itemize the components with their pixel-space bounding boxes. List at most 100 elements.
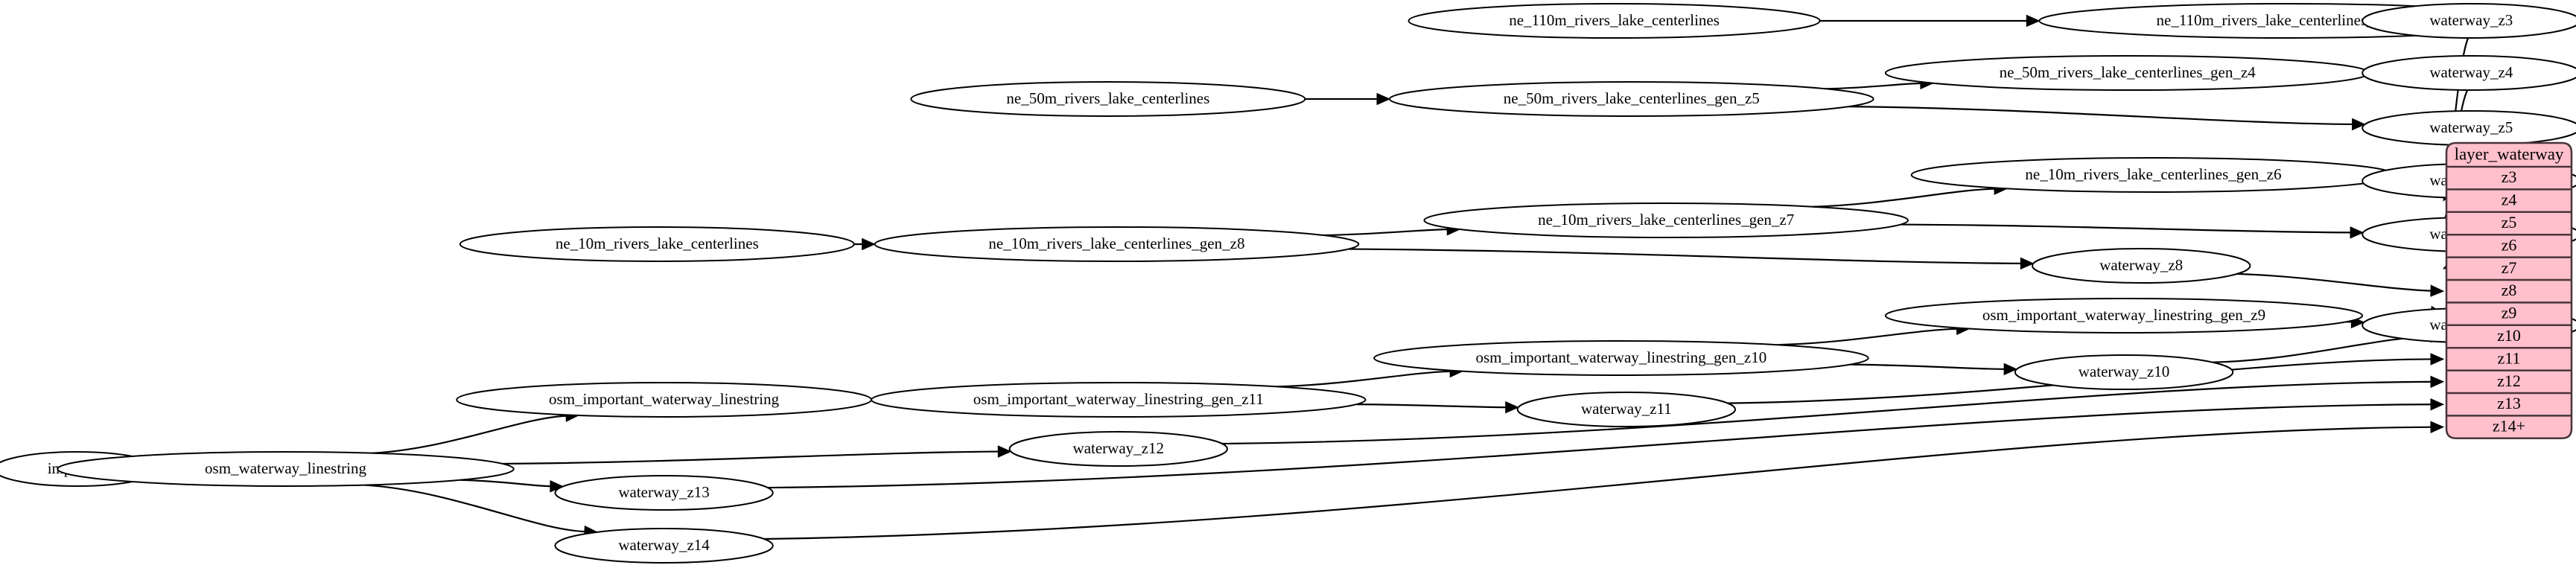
node-ellipse-ne50_src[interactable]	[910, 81, 1306, 117]
node-ne10_gen_z7[interactable]: ne_10m_rivers_lake_centerlines_gen_z7	[1423, 202, 1909, 238]
node-osm_imp_gen_z9[interactable]: osm_important_waterway_linestring_gen_z9	[1884, 298, 2364, 334]
node-ww_z4[interactable]: waterway_z4	[2362, 55, 2576, 91]
node-osm_imp_ww[interactable]: osm_important_waterway_linestring	[456, 382, 872, 418]
node-ne50_src[interactable]: ne_50m_rivers_lake_centerlines	[910, 81, 1306, 117]
node-label-osm_imp_gen_z11: osm_important_waterway_linestring_gen_z1…	[973, 390, 1264, 408]
node-ellipse-ww_z14[interactable]	[554, 528, 774, 564]
edge-osm_ww-to-ww_z13	[460, 479, 551, 488]
node-ellipse-ne50_gen_z5[interactable]	[1389, 81, 1874, 117]
edge-ne10_gen_z7-to-ne10_gen_z6	[1812, 188, 1996, 208]
node-label-osm_imp_ww: osm_important_waterway_linestring	[549, 390, 780, 408]
node-label-ww_z10: waterway_z10	[2079, 363, 2169, 380]
node-label-osm_imp_gen_z10: osm_important_waterway_linestring_gen_z1…	[1476, 348, 1767, 366]
node-ne10_gen_z8[interactable]: ne_10m_rivers_lake_centerlines_gen_z8	[874, 226, 1360, 262]
node-ellipse-ne10_src[interactable]	[459, 226, 855, 262]
edge-arrowhead	[2020, 257, 2035, 270]
edge-arrowhead	[862, 237, 876, 251]
edge-arrowhead	[2003, 363, 2018, 376]
table-row-z12[interactable]: z12	[2497, 371, 2521, 390]
node-osm_imp_gen_z11[interactable]: osm_important_waterway_linestring_gen_z1…	[871, 382, 1367, 418]
edge-arrowhead	[1505, 401, 1519, 414]
table-row-z7[interactable]: z7	[2502, 258, 2517, 277]
node-ellipse-ne10_gen_z7[interactable]	[1423, 202, 1909, 238]
node-ww_z10[interactable]: waterway_z10	[2014, 354, 2234, 390]
table-row-z14plus[interactable]: z14+	[2493, 417, 2525, 435]
node-label-ww_z14: waterway_z14	[618, 536, 710, 554]
node-osm_imp_gen_z10[interactable]: osm_important_waterway_linestring_gen_z1…	[1373, 340, 1869, 376]
node-ellipse-ww_z13[interactable]	[554, 475, 774, 511]
node-ne50_gen_z5[interactable]: ne_50m_rivers_lake_centerlines_gen_z5	[1389, 81, 1874, 117]
edge-ne10_gen_z7-to-ww_z7	[1901, 223, 2352, 234]
node-label-ww_z4: waterway_z4	[2429, 63, 2513, 81]
edge-osm_imp_gen_z10-to-ww_z10	[1850, 363, 2006, 370]
table-row-z5[interactable]: z5	[2502, 213, 2517, 232]
node-ellipse-ne10_gen_z8[interactable]	[874, 226, 1360, 262]
edge-ww_z13-to-table-z13	[767, 403, 2432, 489]
node-ww_z14[interactable]: waterway_z14	[554, 528, 774, 564]
table-row-z13[interactable]: z13	[2497, 394, 2521, 412]
edge-osm_ww-to-ww_z14	[364, 484, 586, 533]
nodes-layer: imposm3osm_waterway_linestringosm_import…	[0, 3, 2576, 564]
edge-osm_ww-to-ww_z12	[503, 450, 999, 465]
node-ne110_src[interactable]: ne_110m_rivers_lake_centerlines	[1408, 3, 1821, 39]
edge-ww_z14-to-table-z14+	[764, 426, 2432, 540]
node-ww_z3[interactable]: waterway_z3	[2362, 3, 2576, 39]
node-ellipse-osm_ww[interactable]	[57, 451, 515, 487]
table-row-z4[interactable]: z4	[2502, 191, 2517, 209]
node-ellipse-osm_imp_gen_z9[interactable]	[1884, 298, 2364, 334]
node-label-ne10_gen_z7: ne_10m_rivers_lake_centerlines_gen_z7	[1538, 211, 1794, 229]
node-ellipse-ww_z12[interactable]	[1008, 431, 1228, 467]
node-ellipse-ww_z4[interactable]	[2362, 55, 2576, 91]
node-ellipse-ww_z8[interactable]	[2032, 248, 2251, 284]
table-row-z11[interactable]: z11	[2498, 348, 2521, 367]
edge-osm_imp_gen_z10-to-osm_imp_gen_z9	[1778, 328, 1958, 346]
node-ellipse-osm_imp_gen_z11[interactable]	[871, 382, 1367, 418]
table-header-layer-waterway[interactable]: layer_waterway	[2455, 144, 2564, 163]
node-label-osm_imp_gen_z9: osm_important_waterway_linestring_gen_z9	[1982, 306, 2265, 324]
edge-osm_ww-to-osm_imp_ww	[372, 415, 567, 454]
table-row-z6[interactable]: z6	[2502, 235, 2517, 254]
edge-osm_imp_gen_z11-to-osm_imp_gen_z10	[1276, 370, 1451, 388]
edge-arrowhead	[997, 445, 1012, 458]
edge-ww_z8-to-table-z8	[2236, 272, 2432, 292]
node-ellipse-ww_z3[interactable]	[2362, 3, 2576, 39]
node-label-ne10_src: ne_10m_rivers_lake_centerlines	[556, 234, 759, 252]
node-ww_z11[interactable]: waterway_z11	[1516, 392, 1737, 427]
node-label-ww_z12: waterway_z12	[1073, 439, 1164, 457]
edge-arrowhead	[2430, 353, 2445, 366]
node-ne50_gen_z4[interactable]: ne_50m_rivers_lake_centerlines_gen_z4	[1884, 55, 2370, 91]
node-label-ww_z5: waterway_z5	[2429, 118, 2513, 136]
node-label-ne50_src: ne_50m_rivers_lake_centerlines	[1006, 89, 1209, 107]
node-ww_z13[interactable]: waterway_z13	[554, 475, 774, 511]
node-ne10_gen_z6[interactable]: ne_10m_rivers_lake_centerlines_gen_z6	[1910, 157, 2397, 193]
edge-ne50_gen_z5-to-ne50_gen_z4	[1825, 82, 1921, 90]
edge-osm_imp_gen_z11-to-ww_z11	[1356, 403, 1507, 409]
edge-ne10_gen_z8-to-ww_z8	[1348, 248, 2022, 264]
node-label-ne10_gen_z6: ne_10m_rivers_lake_centerlines_gen_z6	[2025, 165, 2281, 183]
table-row-z8[interactable]: z8	[2502, 281, 2517, 299]
node-label-ww_z13: waterway_z13	[618, 483, 709, 501]
edge-arrowhead	[2430, 421, 2445, 433]
node-osm_ww[interactable]: osm_waterway_linestring	[57, 451, 515, 487]
edge-arrowhead	[2350, 226, 2364, 239]
node-label-ww_z8: waterway_z8	[2099, 256, 2183, 274]
node-ellipse-ww_z11[interactable]	[1516, 392, 1737, 427]
edge-arrowhead	[2430, 398, 2445, 411]
node-label-ww_z3: waterway_z3	[2429, 11, 2513, 29]
table-row-z9[interactable]: z9	[2502, 304, 2517, 322]
node-label-ww_z11: waterway_z11	[1581, 400, 1672, 418]
node-ellipse-ne110_src[interactable]	[1408, 3, 1821, 39]
edge-arrowhead	[1376, 92, 1391, 106]
node-ww_z5[interactable]: waterway_z5	[2362, 110, 2576, 146]
table-row-z10[interactable]: z10	[2497, 326, 2521, 345]
node-ww_z8[interactable]: waterway_z8	[2032, 248, 2251, 284]
node-ww_z12[interactable]: waterway_z12	[1008, 431, 1228, 467]
table-row-z3[interactable]: z3	[2502, 167, 2517, 186]
node-ellipse-osm_imp_gen_z10[interactable]	[1373, 340, 1869, 376]
edge-ww_z10-to-table-z10	[2213, 336, 2432, 363]
node-ellipse-ww_z10[interactable]	[2014, 354, 2234, 390]
node-ne10_src[interactable]: ne_10m_rivers_lake_centerlines	[459, 226, 855, 262]
node-label-ne110_src: ne_110m_rivers_lake_centerlines	[1509, 11, 1720, 29]
